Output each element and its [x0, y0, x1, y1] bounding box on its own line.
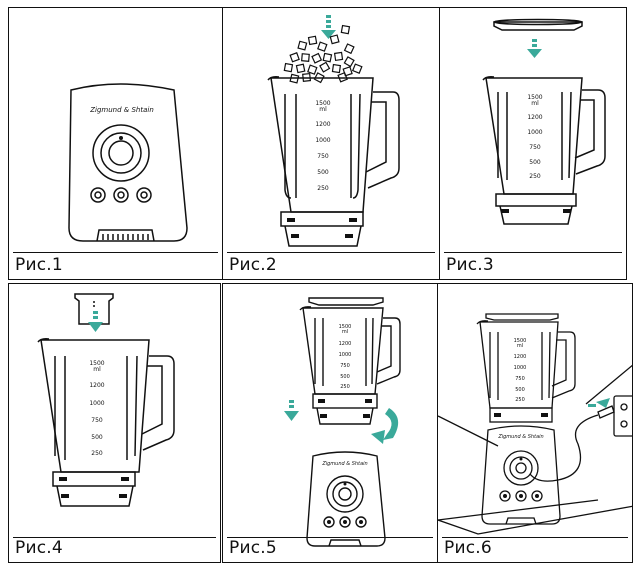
svg-text:1500: 1500: [89, 360, 104, 367]
base-unit-illustration: Zigmund & Shtain: [68, 83, 188, 242]
figure-4-caption: Рис.4: [15, 538, 63, 558]
svg-text:250: 250: [515, 397, 525, 403]
figure-5-caption: Рис.5: [229, 538, 277, 558]
svg-text:1200: 1200: [339, 341, 352, 347]
caption-divider: [444, 252, 622, 253]
caption-divider: [13, 537, 216, 538]
svg-text:1000: 1000: [527, 129, 542, 136]
svg-text:1000: 1000: [315, 137, 330, 144]
svg-text:500: 500: [529, 159, 541, 166]
svg-text:750: 750: [91, 417, 103, 424]
svg-text:250: 250: [529, 173, 541, 180]
svg-text:250: 250: [340, 384, 350, 390]
figure-3-caption: Рис.3: [446, 255, 494, 275]
svg-text:1000: 1000: [339, 352, 352, 358]
svg-text:ml: ml: [93, 366, 101, 373]
svg-text:1200: 1200: [514, 354, 527, 360]
svg-text:1500: 1500: [514, 338, 527, 344]
caption-divider: [227, 537, 433, 538]
figure-2-caption: Рис.2: [229, 255, 277, 275]
svg-text:500: 500: [340, 374, 350, 380]
caption-divider: [13, 252, 218, 253]
svg-text:750: 750: [317, 153, 329, 160]
svg-text:1200: 1200: [527, 114, 542, 121]
caption-divider: [442, 537, 628, 538]
svg-text:ml: ml: [531, 100, 539, 107]
svg-text:500: 500: [91, 434, 103, 441]
brand-logo: Zigmund & Shtain: [321, 461, 367, 467]
brand-logo: Zigmund & Shtain: [89, 106, 154, 114]
svg-text:500: 500: [515, 387, 525, 393]
svg-text:1200: 1200: [315, 121, 330, 128]
svg-text:750: 750: [529, 144, 541, 151]
svg-text:750: 750: [515, 376, 525, 382]
svg-text:ml: ml: [342, 329, 348, 335]
svg-text:250: 250: [91, 450, 103, 457]
brand-logo: Zigmund & Shtain: [497, 434, 543, 440]
svg-text:500: 500: [317, 169, 329, 176]
svg-text:1000: 1000: [89, 400, 104, 407]
svg-text:1000: 1000: [514, 365, 527, 371]
svg-text:ml: ml: [319, 106, 327, 113]
svg-text:1500: 1500: [339, 324, 352, 330]
figure-1-caption: Рис.1: [15, 255, 63, 275]
svg-text:ml: ml: [517, 343, 523, 349]
figure-6-caption: Рис.6: [444, 538, 492, 558]
svg-text:1200: 1200: [89, 382, 104, 389]
figure-1-panel: Zigmund & Shtain Рис.1: [8, 7, 223, 280]
svg-text:750: 750: [340, 363, 350, 369]
svg-text:250: 250: [317, 185, 329, 192]
svg-text:1500: 1500: [315, 100, 330, 107]
svg-text:1500: 1500: [527, 94, 542, 101]
caption-divider: [227, 252, 435, 253]
